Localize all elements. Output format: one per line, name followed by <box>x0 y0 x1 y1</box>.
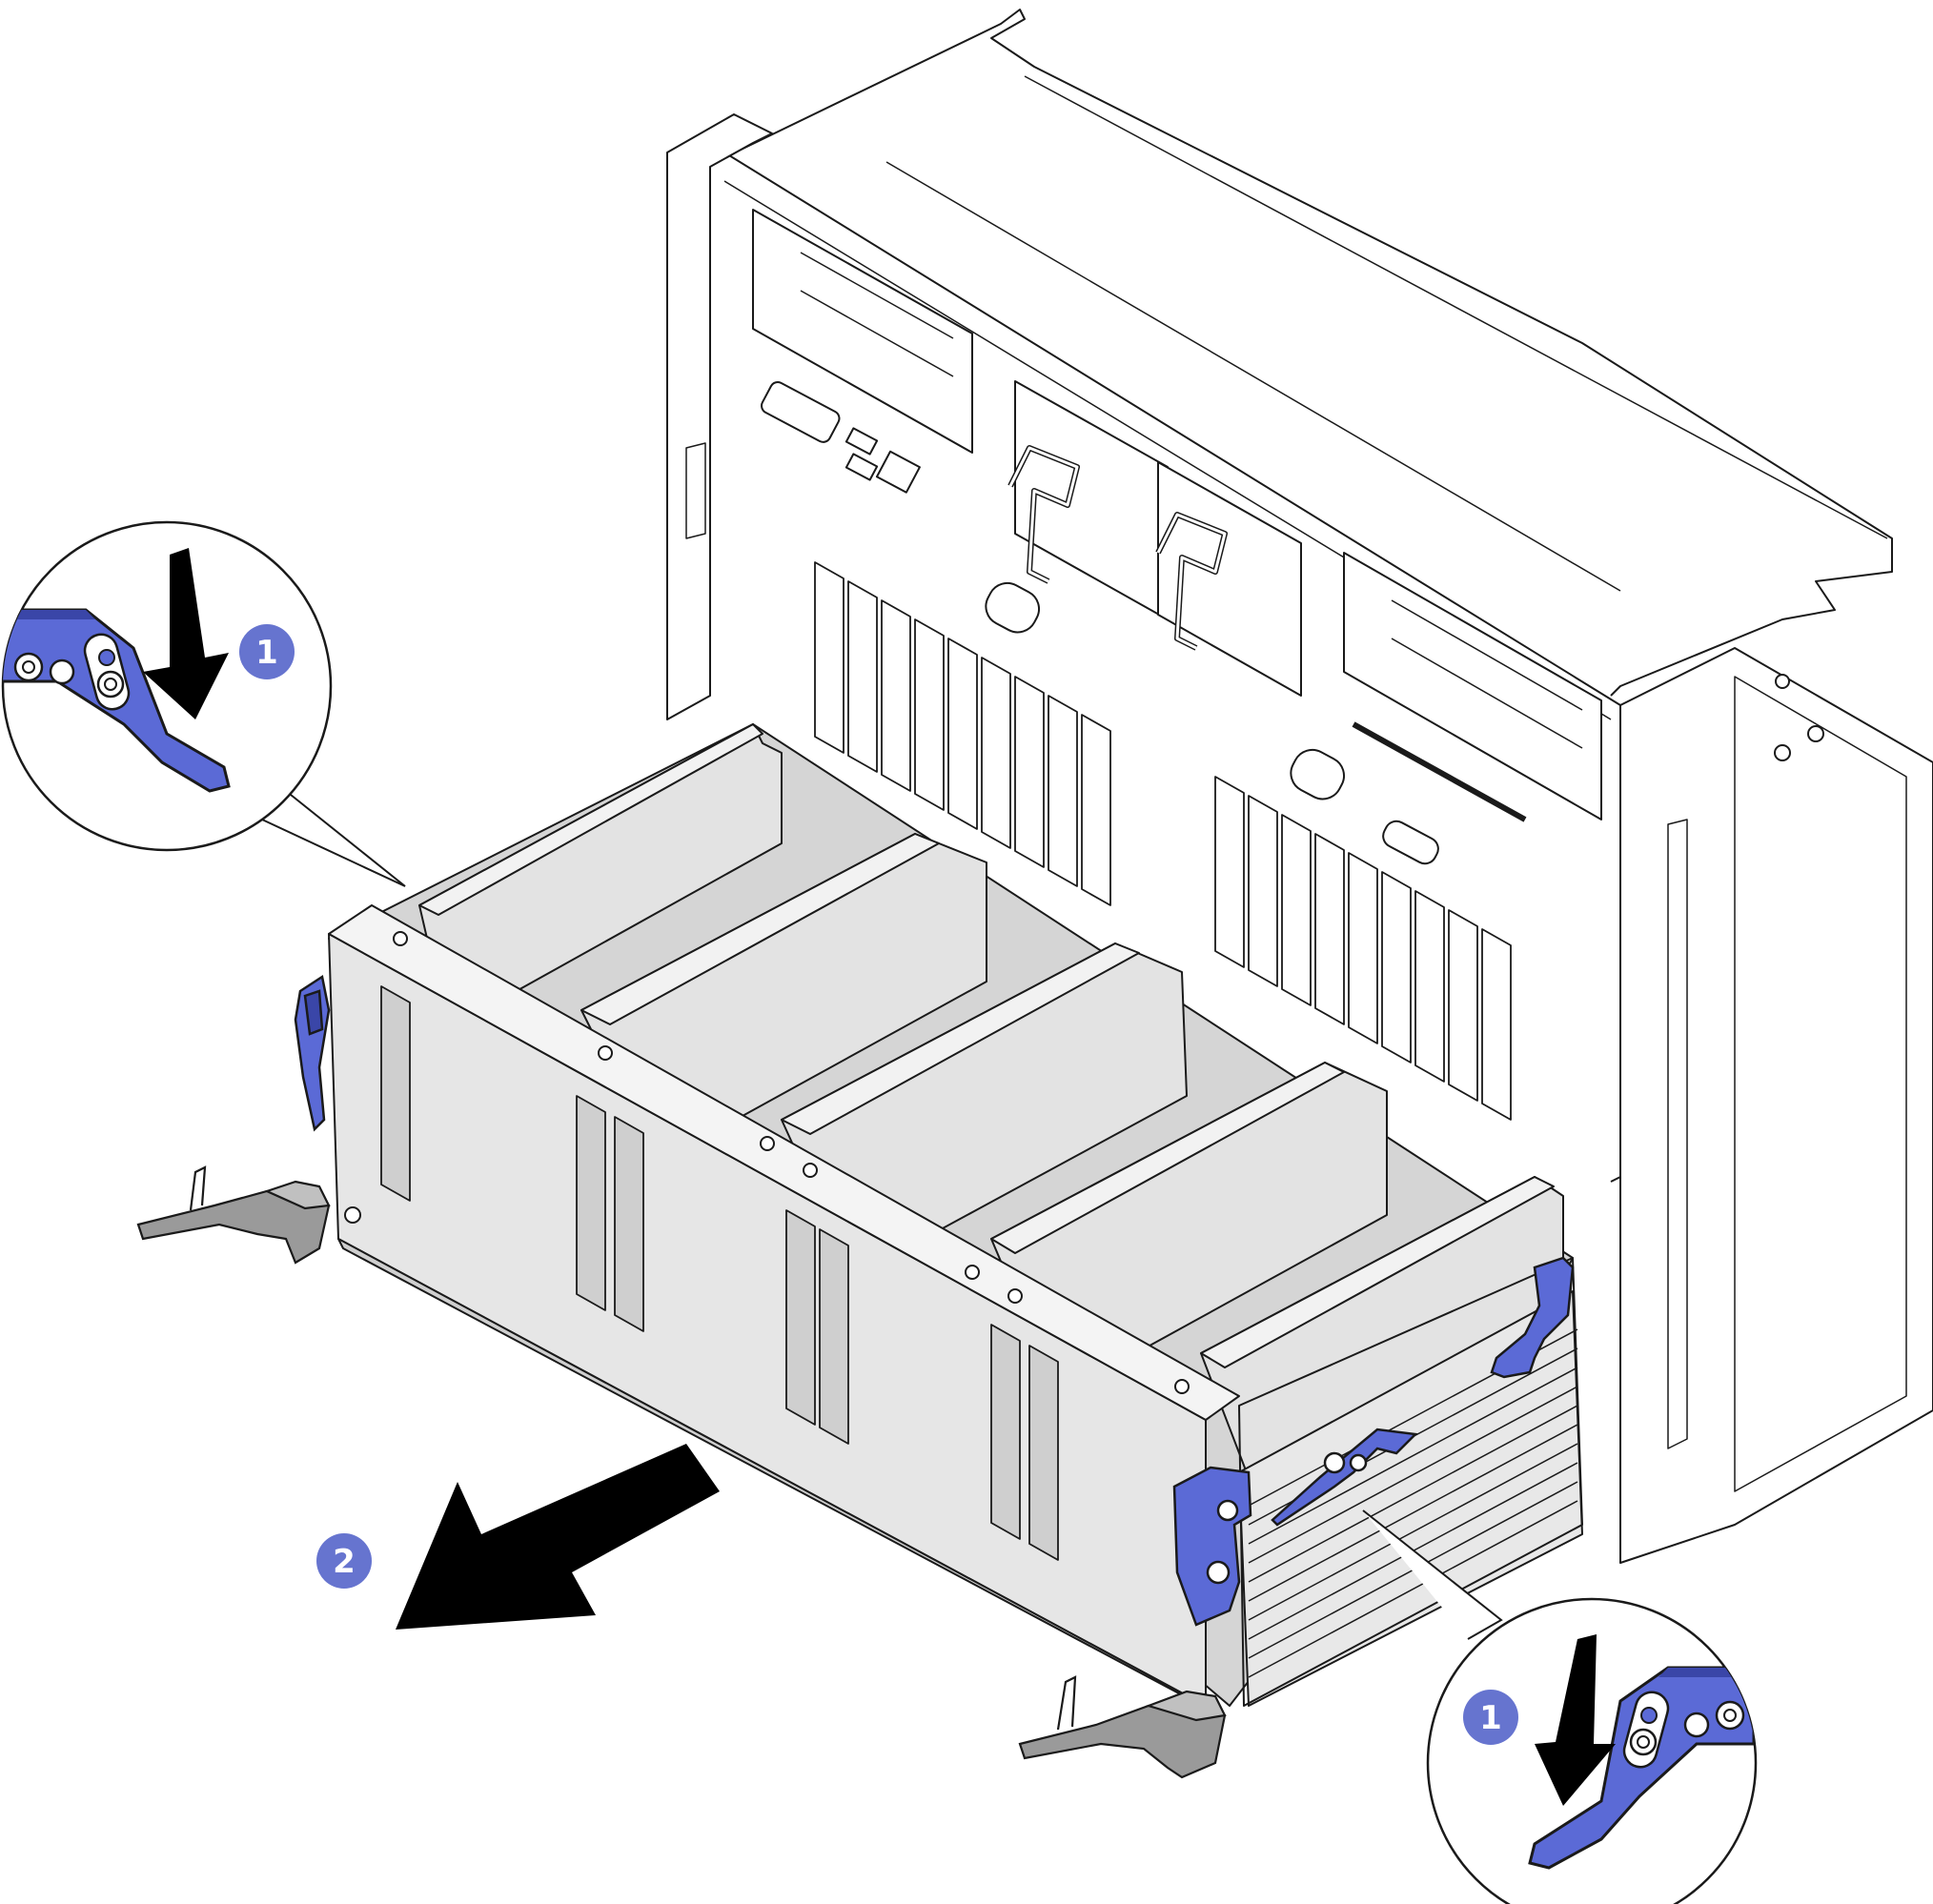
detail-view-right <box>1362 1509 1758 1904</box>
drive-row-upper <box>814 561 1111 906</box>
step-badge-1-right: 1 <box>1463 1690 1518 1745</box>
gpu-shuttle <box>328 723 1583 1716</box>
arrow-pull-icon <box>396 1444 720 1630</box>
arrow-down-icon <box>143 548 229 719</box>
drive-row-lower <box>1214 776 1512 1121</box>
release-latch-right[interactable] <box>1172 1256 1575 1627</box>
gpu-cards <box>418 723 1564 1516</box>
step-badge-2: 2 <box>316 1533 372 1589</box>
step-label-1-right: 1 <box>1479 1699 1502 1737</box>
release-latch-left[interactable] <box>294 974 331 1132</box>
step-badge-1-left: 1 <box>239 624 295 679</box>
step-label-2: 2 <box>333 1543 356 1581</box>
server-chassis <box>666 9 1933 1564</box>
detail-view-left <box>1 520 406 887</box>
bracket-right <box>1018 1675 1227 1779</box>
step-label-1-left: 1 <box>255 634 278 672</box>
bracket-left <box>136 1165 331 1265</box>
rail-screws <box>344 931 1190 1394</box>
arrow-down-icon <box>1535 1634 1616 1806</box>
panel-slots <box>380 985 1059 1561</box>
